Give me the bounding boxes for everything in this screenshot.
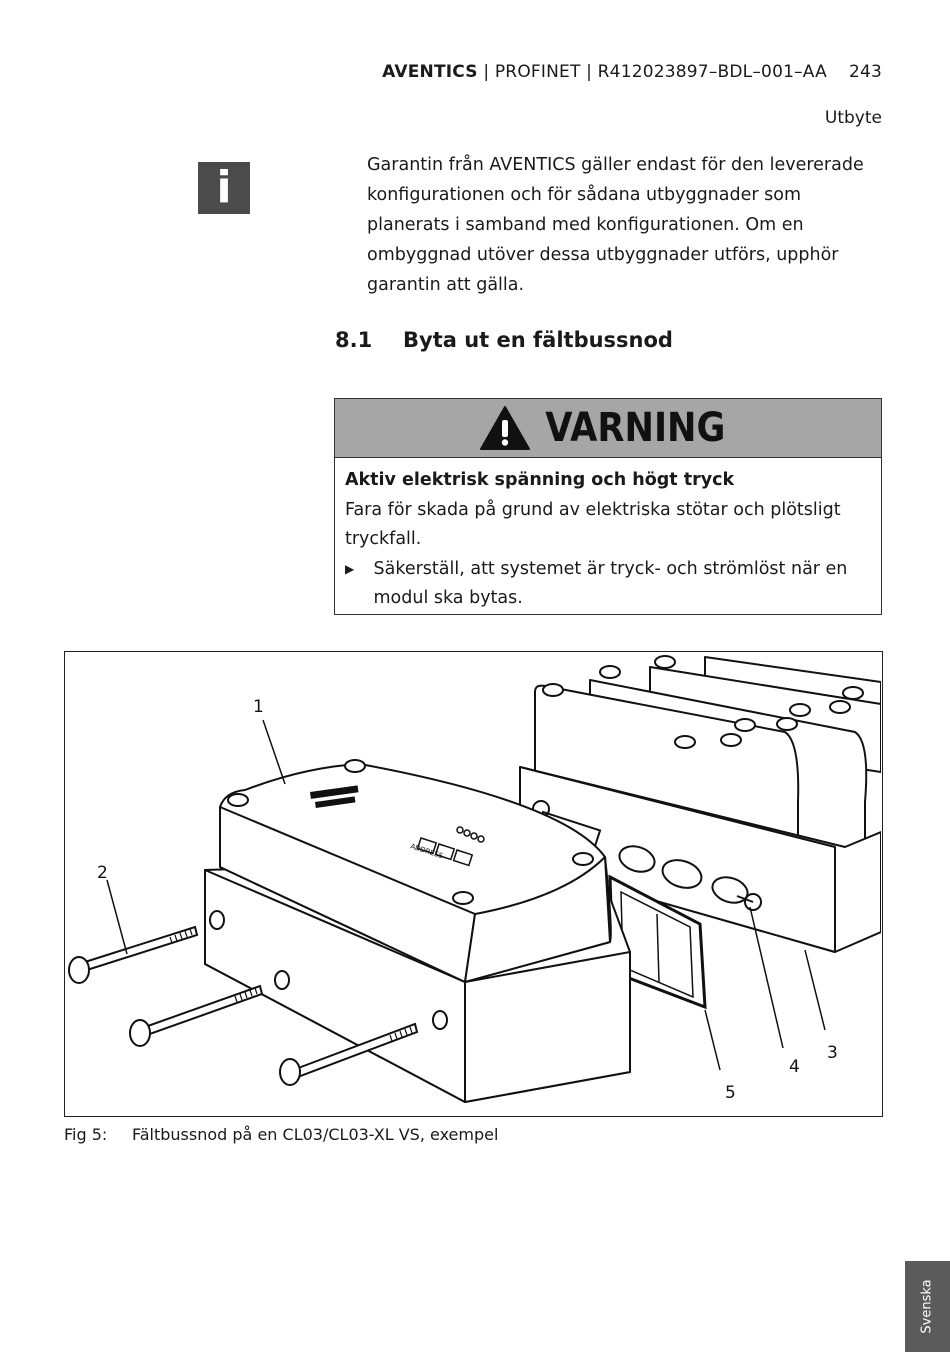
warning-step: ▶ Säkerställ, att systemet är tryck- och… xyxy=(345,555,871,614)
warning-step-text: Säkerställ, att systemet är tryck- och s… xyxy=(373,558,848,609)
figure-caption: Fig 5: Fältbussnod på en CL03/CL03-XL VS,… xyxy=(64,1125,498,1144)
section-heading: 8.1 Byta ut en fältbussnod xyxy=(335,328,673,352)
info-icon: i xyxy=(198,162,250,214)
callout-5: 5 xyxy=(725,1083,736,1103)
callout-2: 2 xyxy=(97,863,108,883)
callout-3: 3 xyxy=(827,1043,838,1063)
language-tab-label: Svenska xyxy=(920,1279,936,1334)
page-number: 243 xyxy=(848,62,882,82)
info-note-text: Garantin från AVENTICS gäller endast för… xyxy=(367,155,864,295)
callout-4: 4 xyxy=(789,1057,800,1077)
warning-header: VARNING xyxy=(335,399,881,458)
callout-1: 1 xyxy=(253,697,264,717)
header-document-id: | PROFINET | R412023897–BDL–001–AA xyxy=(477,62,827,82)
bullet-arrow-icon: ▶ xyxy=(345,561,355,576)
warning-box: VARNING Aktiv elektrisk spänning och hög… xyxy=(334,398,882,615)
warning-label: VARNING xyxy=(544,405,726,451)
warning-body: Aktiv elektrisk spänning och högt tryck … xyxy=(335,458,881,614)
figure-illustration: ADDRESS 1 2 3 xyxy=(64,651,883,1117)
warning-title: Aktiv elektrisk spänning och högt tryck xyxy=(345,470,735,490)
info-icon-glyph: i xyxy=(216,162,232,213)
header-brand: AVENTICS xyxy=(382,62,478,82)
language-tab: Svenska xyxy=(905,1261,950,1352)
caption-label: Fig 5: xyxy=(64,1125,108,1144)
caption-text: Fältbussnod på en CL03/CL03-XL VS, exemp… xyxy=(132,1125,499,1144)
warning-triangle-icon xyxy=(479,406,530,450)
warning-description: Fara för skada på grund av elektriska st… xyxy=(345,499,841,550)
section-label: Utbyte xyxy=(824,108,882,128)
fieldbus-node-drawing: ADDRESS 1 2 3 xyxy=(68,655,882,1103)
section-number: 8.1 xyxy=(335,328,373,352)
section-title: Byta ut en fältbussnod xyxy=(403,328,673,352)
running-header: AVENTICS | PROFINET | R412023897–BDL–001… xyxy=(382,62,882,82)
